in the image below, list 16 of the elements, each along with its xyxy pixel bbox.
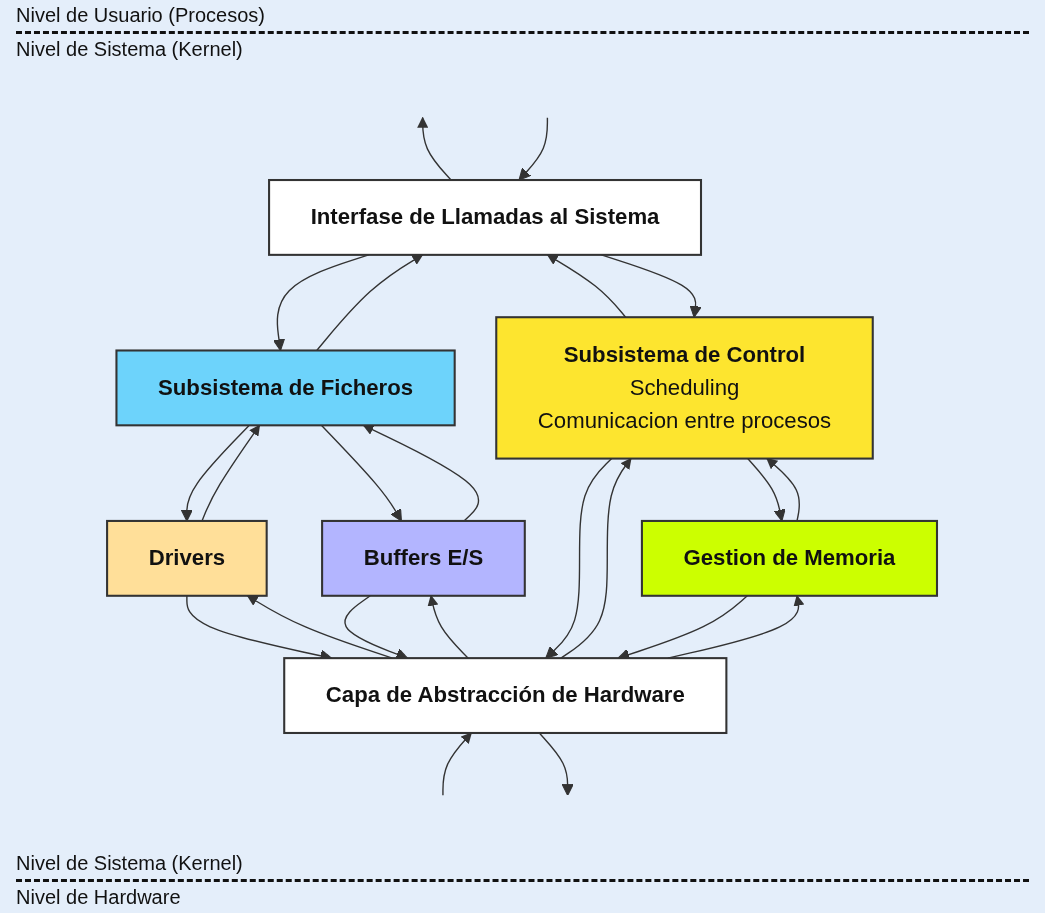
level-label: Nivel de Sistema (Kernel) — [16, 852, 244, 875]
node-box: Subsistema de Control Scheduling Comunicacion entre procesos — [495, 316, 875, 460]
node-box: Capa de Abstracción de Hardware — [283, 657, 728, 734]
node-box: Interfase de Llamadas al Sistema — [268, 179, 703, 256]
arrow — [539, 732, 575, 796]
level-label: Nivel de Sistema (Kernel) — [16, 38, 244, 61]
arrow — [417, 116, 453, 181]
node-box: Buffers E/S — [321, 519, 527, 597]
node-box: Gestion de Memoria — [641, 519, 939, 597]
node-box: Subsistema de Ficheros — [115, 349, 457, 427]
arrow — [547, 254, 627, 318]
level-label: Nivel de Hardware — [16, 886, 182, 909]
level-label: Nivel de Usuario (Procesos) — [16, 4, 266, 27]
arrow — [442, 732, 473, 797]
node-box: Drivers — [106, 519, 269, 597]
arrow — [518, 116, 549, 181]
